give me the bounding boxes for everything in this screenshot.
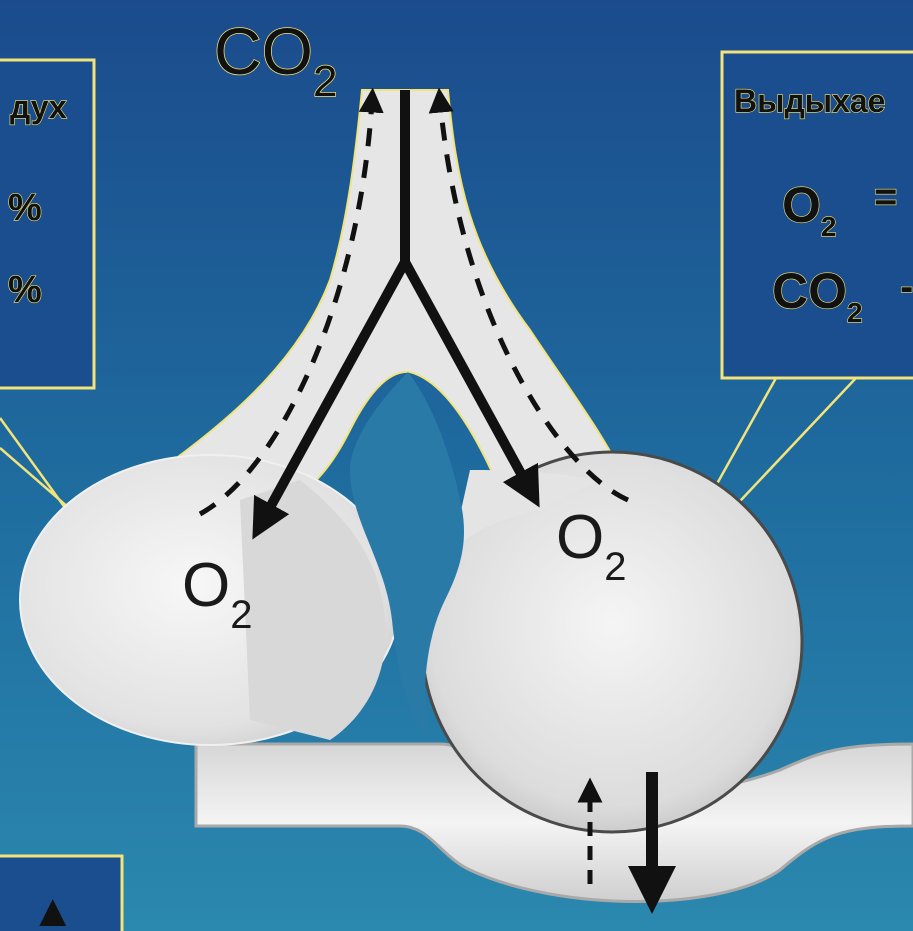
right-box-title-fragment: Выдыхае bbox=[734, 83, 885, 119]
left-info-box: дух % % bbox=[0, 60, 94, 388]
right-box-o2-equals: = bbox=[874, 175, 897, 219]
left-box-title-fragment: дух bbox=[10, 89, 67, 125]
right-info-box: Выдыхае O2 = CO2 - bbox=[722, 52, 913, 378]
bottom-box-arrow-icon: ▲ bbox=[30, 884, 76, 931]
bottom-info-box: ▲ bbox=[0, 856, 122, 931]
left-box-row2-fragment: % bbox=[8, 269, 42, 311]
left-box-row1-fragment: % bbox=[8, 187, 42, 229]
right-box-co2-dash: - bbox=[900, 265, 913, 309]
